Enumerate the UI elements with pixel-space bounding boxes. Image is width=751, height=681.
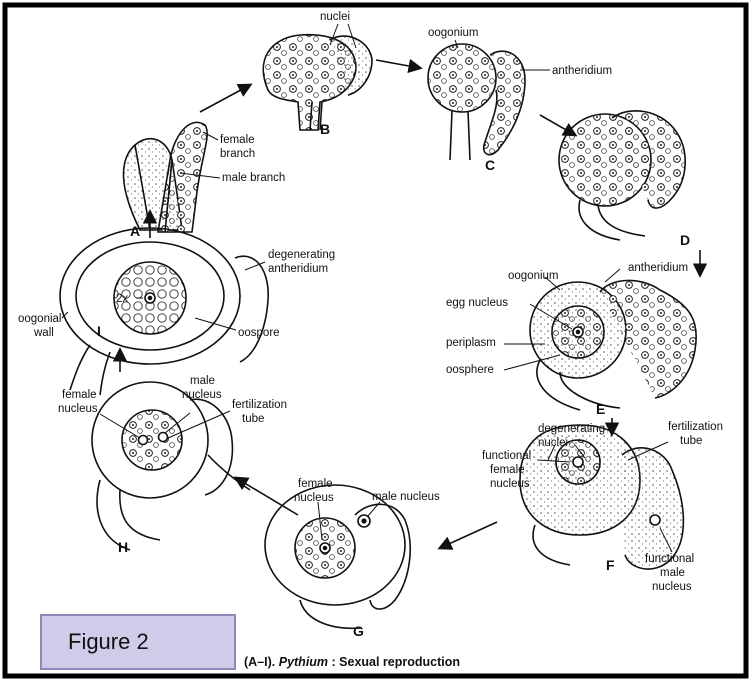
stage-i-drawing	[60, 228, 268, 395]
label-oogonial-wall-line2: wall	[33, 327, 54, 339]
stage-label-f: F	[606, 557, 615, 573]
arrow-f-to-g	[440, 522, 497, 548]
arrow-c-to-d	[540, 115, 575, 135]
label-degenerating-nuclei-line1: degenerating	[538, 423, 605, 435]
arrow-b-to-c	[376, 60, 420, 68]
label-female-nucleus-h-line1: female	[62, 389, 97, 401]
stage-e-drawing	[530, 280, 696, 410]
stage-d-drawing	[559, 111, 685, 240]
caption-genus: Pythium	[279, 655, 328, 669]
label-periplasm: periplasm	[446, 337, 496, 349]
label-male-branch: male branch	[222, 172, 285, 184]
label-oogonium-c: oogonium	[428, 27, 479, 39]
label-2x: 2x	[116, 293, 128, 305]
label-fertilization-tube-h-line1: fertilization	[232, 399, 287, 411]
stage-g-drawing	[265, 485, 410, 628]
label-functional-male-line3: nucleus	[652, 581, 692, 593]
stage-label-b: B	[320, 121, 330, 137]
label-functional-female-line2: female	[490, 464, 525, 476]
stage-a-drawing	[124, 122, 208, 232]
label-female-nucleus-g-line2: nucleus	[294, 492, 334, 504]
label-male-nucleus-h-line1: male	[190, 375, 215, 387]
figure-label-box: Figure 2	[40, 614, 236, 670]
label-male-nucleus-h-line2: nucleus	[182, 389, 222, 401]
label-nuclei: nuclei	[320, 11, 350, 23]
label-oosphere: oosphere	[446, 364, 494, 376]
stage-b-drawing	[263, 35, 372, 130]
label-fertilization-tube-f-line1: fertilization	[668, 421, 723, 433]
label-functional-male-line2: male	[660, 567, 685, 579]
stage-label-i: I	[97, 323, 101, 339]
stage-label-g: G	[353, 623, 364, 639]
arrow-a-to-b	[200, 85, 250, 112]
label-egg-nucleus: egg nucleus	[446, 297, 508, 309]
stage-c-drawing	[428, 44, 525, 160]
label-fertilization-tube-f-line2: tube	[680, 435, 702, 447]
label-male-nucleus-g: male nucleus	[372, 491, 440, 503]
label-female-branch-line2: branch	[220, 148, 255, 160]
stage-label-d: D	[680, 232, 690, 248]
stage-label-a: A	[130, 223, 140, 239]
label-female-nucleus-g-line1: female	[298, 478, 333, 490]
stage-h-drawing	[92, 382, 250, 550]
label-oospore: oospore	[238, 327, 280, 339]
caption-prefix: (A–I).	[244, 655, 279, 669]
stage-label-e: E	[596, 401, 605, 417]
stage-label-c: C	[485, 157, 495, 173]
label-female-nucleus-h-line2: nucleus	[58, 403, 98, 415]
caption-suffix: : Sexual reproduction	[328, 655, 460, 669]
label-oogonium-e: oogonium	[508, 270, 559, 282]
label-degenerating-nuclei-line2: nuclei	[538, 437, 568, 449]
label-degenerating-antheridium-line1: degenerating	[268, 249, 335, 261]
label-functional-female-line3: nucleus	[490, 478, 530, 490]
label-antheridium-e: antheridium	[628, 262, 688, 274]
stage-label-h: H	[118, 539, 128, 555]
label-female-branch-line1: female	[220, 134, 255, 146]
label-degenerating-antheridium-line2: antheridium	[268, 263, 328, 275]
label-functional-male-line1: functional	[645, 553, 694, 565]
label-oogonial-wall-line1: oogonial	[18, 313, 61, 325]
label-fertilization-tube-h-line2: tube	[242, 413, 264, 425]
arrow-g-to-h	[236, 478, 298, 515]
label-functional-female-line1: functional	[482, 450, 531, 462]
label-antheridium-c: antheridium	[552, 65, 612, 77]
figure-caption: (A–I). Pythium : Sexual reproduction	[244, 655, 460, 669]
figure-label: Figure 2	[68, 629, 149, 655]
